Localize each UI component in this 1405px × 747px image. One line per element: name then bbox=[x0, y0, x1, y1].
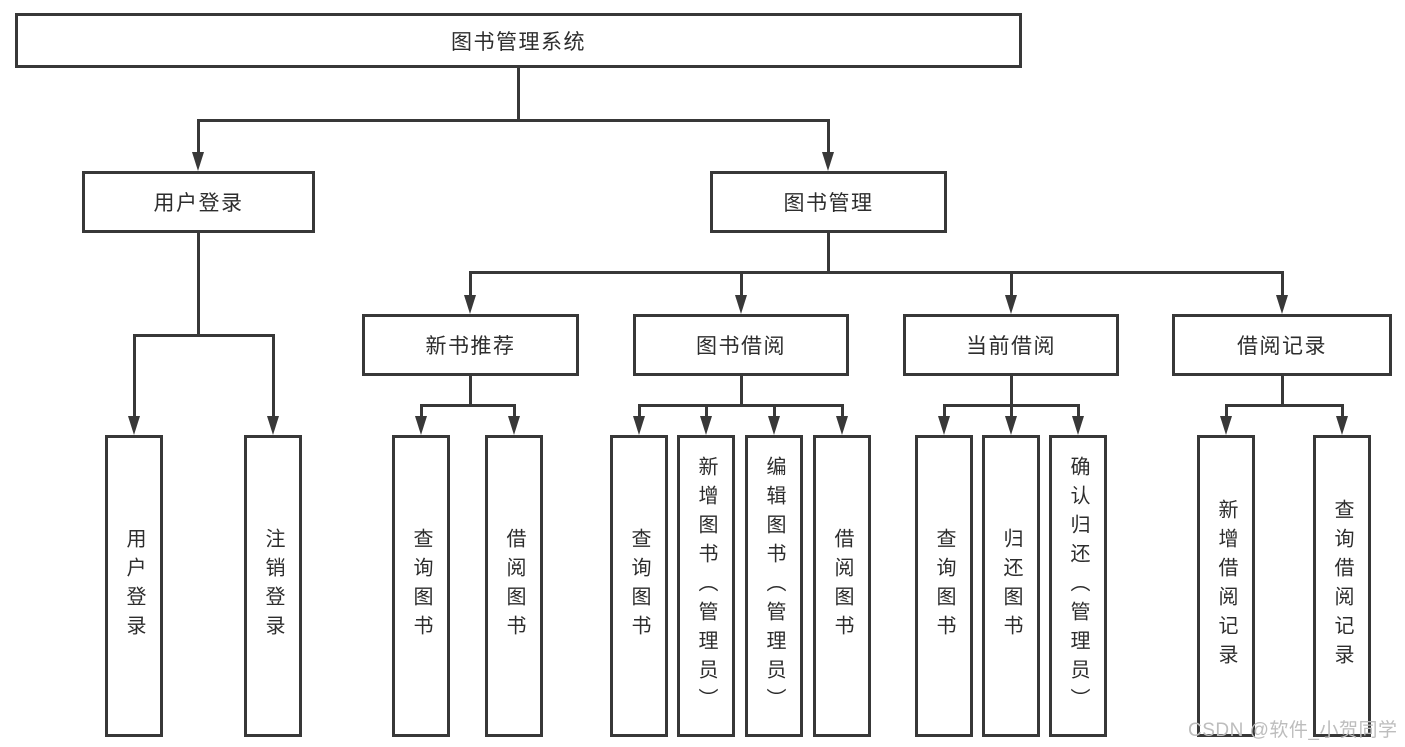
node-label: 归还图书 bbox=[1000, 528, 1022, 644]
arrow-down-icon bbox=[192, 152, 204, 171]
connector-hline bbox=[197, 119, 830, 122]
node-bb-edit-books-admin: 编辑图书（管理员） bbox=[745, 435, 803, 737]
arrow-down-icon bbox=[1071, 416, 1084, 435]
connector-vline bbox=[1009, 271, 1013, 296]
connector-vline bbox=[704, 404, 708, 417]
node-user-login-module: 用户登录 bbox=[82, 171, 315, 233]
arrow-down-icon bbox=[632, 416, 645, 435]
arrow-down-icon bbox=[822, 152, 834, 171]
connector-vline bbox=[1076, 404, 1080, 417]
connector-vline bbox=[1009, 376, 1013, 405]
arrow-down-icon bbox=[937, 416, 950, 435]
arrow-down-icon bbox=[127, 416, 140, 435]
connector-vline bbox=[512, 404, 516, 417]
connector-vline bbox=[132, 334, 136, 417]
node-new-book-recommendation: 新书推荐 bbox=[362, 314, 579, 376]
arrow-down-icon bbox=[464, 295, 476, 314]
connector-vline bbox=[840, 404, 844, 417]
node-br-query-borrow-record: 查询借阅记录 bbox=[1313, 435, 1371, 737]
connector-vline bbox=[739, 271, 743, 296]
arrow-down-icon bbox=[414, 416, 427, 435]
node-book-borrowing: 图书借阅 bbox=[633, 314, 849, 376]
node-label: 新增借阅记录 bbox=[1215, 499, 1237, 673]
node-label: 借阅图书 bbox=[503, 528, 525, 644]
connector-hline bbox=[637, 404, 844, 407]
connector-vline bbox=[197, 233, 200, 335]
arrow-down-icon bbox=[767, 416, 780, 435]
connector-vline bbox=[1340, 404, 1344, 417]
arrow-down-icon bbox=[1004, 416, 1017, 435]
connector-vline bbox=[271, 334, 275, 417]
node-nbr-query-books: 查询图书 bbox=[392, 435, 450, 737]
csdn-watermark: CSDN @软件_小贺同学 bbox=[1188, 720, 1398, 741]
arrow-down-icon bbox=[734, 295, 747, 314]
arrow-down-icon bbox=[1335, 416, 1348, 435]
connector-vline bbox=[197, 119, 200, 153]
connector-vline bbox=[469, 376, 472, 405]
arrow-down-icon bbox=[1219, 416, 1232, 435]
node-label: 用户登录 bbox=[123, 528, 145, 644]
node-label: 查询图书 bbox=[628, 528, 650, 644]
node-current-borrowing: 当前借阅 bbox=[903, 314, 1119, 376]
connector-vline bbox=[827, 119, 830, 153]
connector-vline bbox=[637, 404, 641, 417]
arrow-down-icon bbox=[835, 416, 848, 435]
connector-vline bbox=[419, 404, 423, 417]
node-book-management-module: 图书管理 bbox=[710, 171, 947, 233]
node-nbr-borrow-books: 借阅图书 bbox=[485, 435, 543, 737]
connector-vline bbox=[1009, 404, 1013, 417]
connector-vline bbox=[739, 376, 743, 405]
connector-vline bbox=[827, 233, 830, 272]
node-library-management-system: 图书管理系统 bbox=[15, 13, 1022, 68]
node-label: 注销登录 bbox=[262, 528, 284, 644]
arrow-down-icon bbox=[507, 416, 520, 435]
connector-vline bbox=[469, 271, 472, 296]
connector-vline bbox=[517, 68, 520, 120]
node-bb-borrow-books: 借阅图书 bbox=[813, 435, 871, 737]
node-cb-query-books: 查询图书 bbox=[915, 435, 973, 737]
node-label: 确认归还（管理员） bbox=[1067, 455, 1089, 717]
connector-hline bbox=[419, 404, 516, 407]
connector-hline bbox=[132, 334, 275, 337]
connector-vline bbox=[1224, 404, 1228, 417]
node-logout-login: 注销登录 bbox=[244, 435, 302, 737]
node-cb-confirm-return-admin: 确认归还（管理员） bbox=[1049, 435, 1107, 737]
arrow-down-icon bbox=[266, 416, 279, 435]
node-label: 查询图书 bbox=[933, 528, 955, 644]
connector-vline bbox=[1280, 271, 1284, 296]
node-cb-return-books: 归还图书 bbox=[982, 435, 1040, 737]
node-user-login: 用户登录 bbox=[105, 435, 163, 737]
node-label: 查询借阅记录 bbox=[1331, 499, 1353, 673]
node-label: 查询图书 bbox=[410, 528, 432, 644]
node-borrowing-records: 借阅记录 bbox=[1172, 314, 1392, 376]
connector-hline bbox=[1224, 404, 1344, 407]
node-bb-add-books-admin: 新增图书（管理员） bbox=[677, 435, 735, 737]
connector-vline bbox=[772, 404, 776, 417]
connector-hline bbox=[469, 271, 1283, 274]
node-label: 新增图书（管理员） bbox=[695, 455, 717, 717]
connector-vline bbox=[942, 404, 946, 417]
node-br-add-borrow-record: 新增借阅记录 bbox=[1197, 435, 1255, 737]
node-label: 借阅图书 bbox=[831, 528, 853, 644]
node-label: 编辑图书（管理员） bbox=[763, 455, 785, 717]
node-bb-query-books: 查询图书 bbox=[610, 435, 668, 737]
arrow-down-icon bbox=[1275, 295, 1288, 314]
connector-vline bbox=[1280, 376, 1284, 405]
arrow-down-icon bbox=[699, 416, 712, 435]
arrow-down-icon bbox=[1004, 295, 1017, 314]
